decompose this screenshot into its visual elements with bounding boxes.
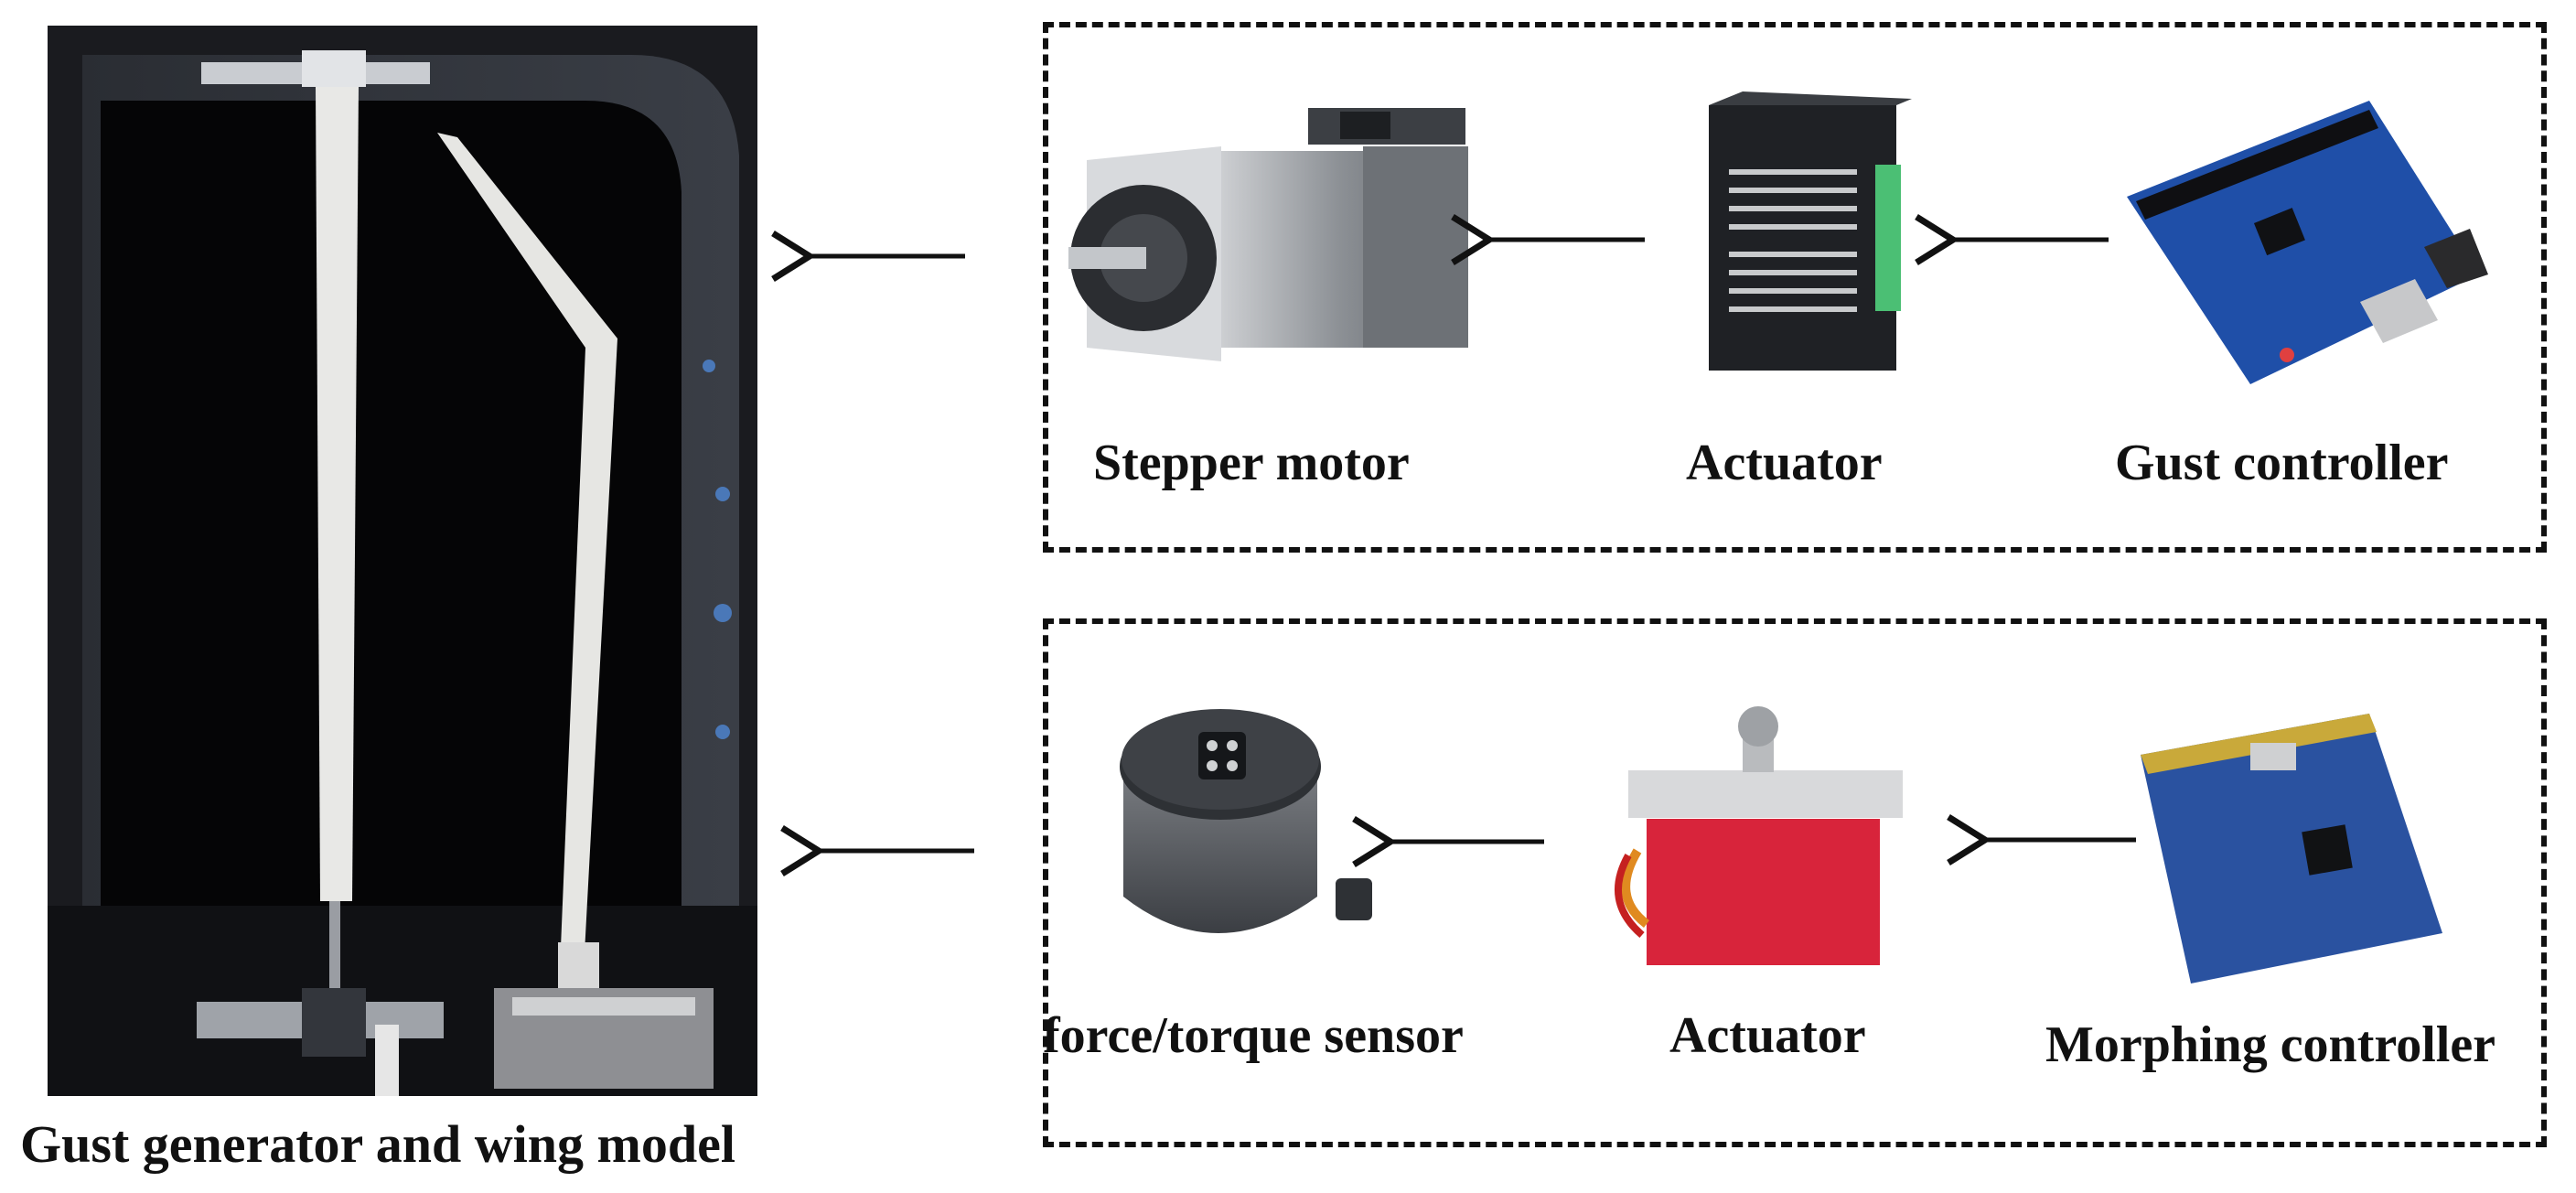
morphing-system-box xyxy=(1043,618,2547,1147)
gust-system-box xyxy=(1043,22,2547,553)
morphing-actuator-label: Actuator xyxy=(1669,1007,1866,1064)
stepper-driver-image xyxy=(1709,91,1912,371)
left-panel-caption: Gust generator and wing model xyxy=(20,1114,735,1174)
force-torque-sensor-label: force/torque sensor xyxy=(1043,1007,1464,1064)
force-torque-sensor-image xyxy=(1120,709,1372,933)
gust-actuator-label: Actuator xyxy=(1686,435,1883,491)
servo-actuator-image xyxy=(1615,706,1903,965)
gust-controller-label: Gust controller xyxy=(2115,435,2449,491)
stepper-motor-image xyxy=(1068,108,1468,361)
stepper-motor-label: Stepper motor xyxy=(1093,435,1410,491)
morphing-controller-label: Morphing controller xyxy=(2045,1016,2496,1073)
gust-controller-board-image xyxy=(2127,101,2488,384)
morphing-controller-board-image xyxy=(2141,714,2442,983)
